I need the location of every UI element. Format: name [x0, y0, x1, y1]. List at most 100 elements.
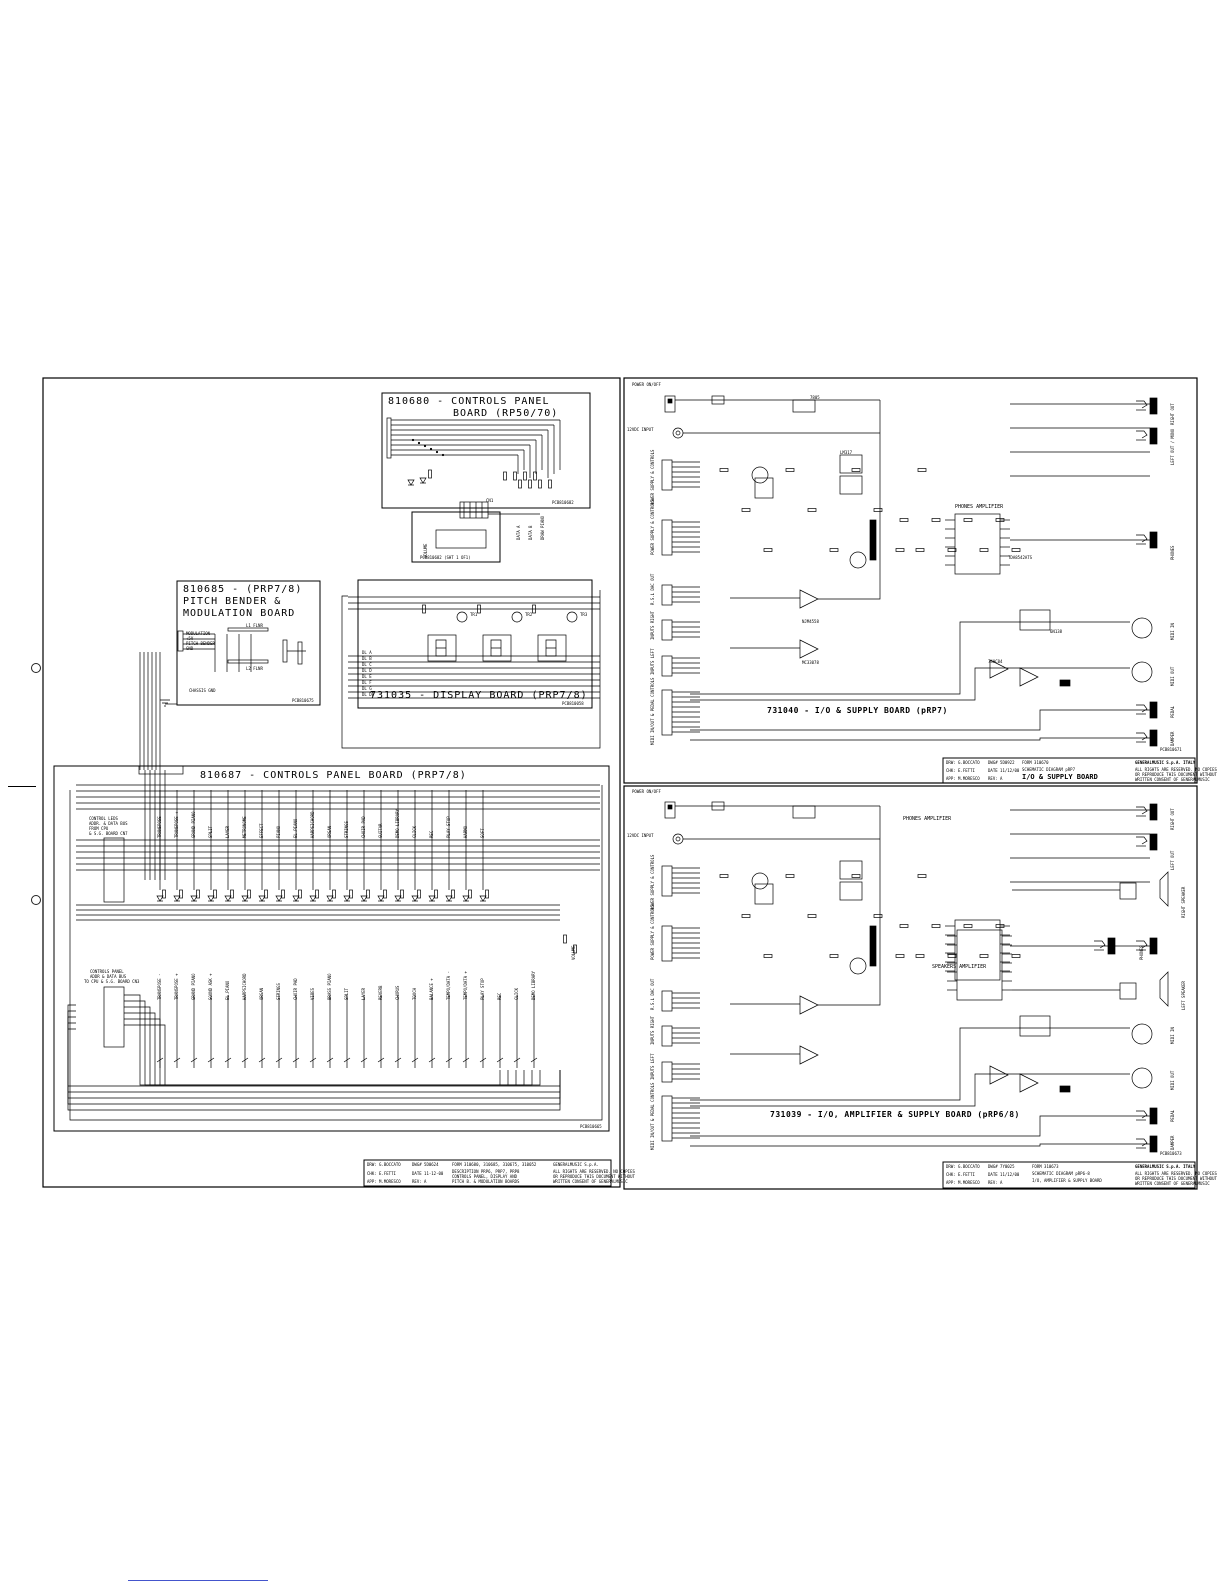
rb-transistor [751, 872, 769, 890]
rp50-volume-pot [435, 529, 487, 549]
controls-led [462, 895, 470, 902]
rp50-cn1 [459, 501, 489, 519]
rp50-resistor [503, 471, 507, 481]
rt-edge-connector [661, 689, 673, 736]
display-tr-label-0: TR1 [470, 612, 478, 617]
pitch-board-frame [176, 580, 321, 706]
rttb-desc1: SCHEMATIC DIAGRAM pRP7 [1022, 767, 1075, 772]
display-part: PCB810058 [562, 701, 584, 706]
controls-led [241, 895, 249, 902]
rt-led [1059, 679, 1071, 687]
controls-led [173, 895, 181, 902]
led-label-2: GRAND PIANO [191, 811, 196, 839]
rt-dc-jack-center [675, 430, 681, 436]
rbtb-chk: CHK: E.FETTI [946, 1172, 975, 1177]
rp50-cn1-label: CN1 [486, 498, 494, 503]
rb-inverter [989, 1065, 1009, 1085]
controls-led [156, 895, 164, 902]
switch-label-6: ORGAN [259, 987, 264, 1000]
display-board-frame [357, 579, 593, 709]
switch-label-10: BRASS PIANO [327, 973, 332, 1001]
led-resistor [179, 889, 183, 899]
rp50-volume-part: PCB810682 (SHT 1 OF1) [420, 555, 471, 560]
rt-ic-opto: 6N138 [1050, 629, 1063, 634]
rp50-resistor [428, 469, 432, 479]
rt-resistor [895, 548, 905, 552]
led-label-17: PLAY STOP [446, 816, 451, 838]
led-label-18: HARMO [463, 825, 468, 838]
junction [411, 438, 415, 442]
controls78-volume-label: VOLUME [571, 945, 576, 960]
rt-damper: DAMPER [1170, 731, 1175, 746]
pitch-part: PCB810675 [292, 698, 314, 703]
led-resistor [400, 889, 404, 899]
rt-power-switch [664, 395, 676, 413]
controls-led [309, 895, 317, 902]
rt-ic-reg2: LM317 [840, 450, 853, 455]
led-resistor [468, 889, 472, 899]
ltb-rights1: ALL RIGHTS ARE RESERVED. NO COPIES [553, 1169, 635, 1174]
ltb-app: APP: M.MORESCO [367, 1179, 401, 1184]
rp50-side-label-1: DATA B [528, 525, 533, 540]
rb-left-conn-2: POWER SUPPLY & CONTROLS [650, 904, 655, 960]
led-resistor [332, 889, 336, 899]
rp50-resistor [533, 471, 537, 481]
rp50-led [419, 477, 427, 484]
rt-phones: PHONES [1170, 545, 1175, 560]
switch-diode [513, 1057, 521, 1068]
controls78-connector-b [103, 986, 125, 1048]
display-seg-label-5: DL F [362, 680, 372, 685]
switch-diode [360, 1057, 368, 1068]
rt-pedal-wire [690, 709, 1150, 731]
rb-edge-connector [661, 1025, 673, 1047]
rt-resistor [931, 518, 941, 522]
rb-resistor [763, 954, 773, 958]
pitch-pin-label-3: GND [186, 646, 194, 651]
led-label-10: ORGAN [327, 825, 332, 838]
volume-pot [563, 934, 567, 944]
rt-resistor [915, 548, 925, 552]
switch-label-14: CHORUS [395, 985, 400, 1000]
controls-led [394, 895, 402, 902]
led-resistor [162, 889, 166, 899]
rb-midi-in-din [1131, 1023, 1153, 1045]
rb-left-conn-5: INPUTS LEFT [650, 1053, 655, 1081]
rb-right-out: RIGHT OUT [1170, 808, 1175, 830]
switch-diode [479, 1057, 487, 1068]
switch-label-16: BALANCE + [429, 978, 434, 1000]
led-resistor [247, 889, 251, 899]
rt-resistor [807, 508, 817, 512]
rb-left-conn-3: R.S.L DAC OUT [650, 978, 655, 1010]
led-label-19: SOFT [480, 828, 485, 838]
controls-outline-bus [69, 785, 603, 1121]
rt-ic-small [839, 475, 863, 495]
display-digit-box [482, 634, 512, 662]
rp50-board-frame [381, 392, 591, 509]
controls-led [207, 895, 215, 902]
left-sheet-frame [42, 377, 621, 1188]
rt-resistor [899, 518, 909, 522]
rbtb-form: FORM 310673 [1032, 1164, 1059, 1169]
rt-title-block [942, 757, 1196, 784]
rb-signal [818, 806, 881, 1006]
led-label-3: SPLIT [208, 825, 213, 838]
led-resistor [434, 889, 438, 899]
rb-right-speaker: RIGHT SPEAKER [1181, 886, 1186, 918]
rt-right-out: RIGHT OUT [1170, 403, 1175, 425]
switch-label-20: REC [497, 992, 502, 1000]
rb-ic-small [839, 881, 863, 901]
rb-edge-connector [661, 1095, 673, 1142]
rbtb-desc1: SCHEMATIC DIAGRAM pRP6-8 [1032, 1171, 1090, 1176]
bus1-title-1: CONTROL LEDS [89, 816, 118, 821]
rt-ic-reg1: 7805 [810, 395, 820, 400]
ltb-form: FORM 310680, 310685, 310675, 310052 [452, 1162, 537, 1167]
rb-power-label: POWER ON/OFF [632, 789, 661, 794]
display-tr-label-2: TR3 [580, 612, 588, 617]
pitch-pin-label-0: MODULATION [186, 631, 211, 636]
bus2-title-1: CONTROLS PANEL [90, 969, 124, 974]
display-seg-label-0: DL A [362, 650, 372, 655]
jack-contact [1136, 534, 1148, 543]
rb-edge-connector [661, 865, 673, 897]
rb-board-title: 731039 - I/O, AMPLIFIER & SUPPLY BOARD (… [770, 1110, 1020, 1119]
rt-ic-inv: 74HC04 [988, 659, 1003, 664]
